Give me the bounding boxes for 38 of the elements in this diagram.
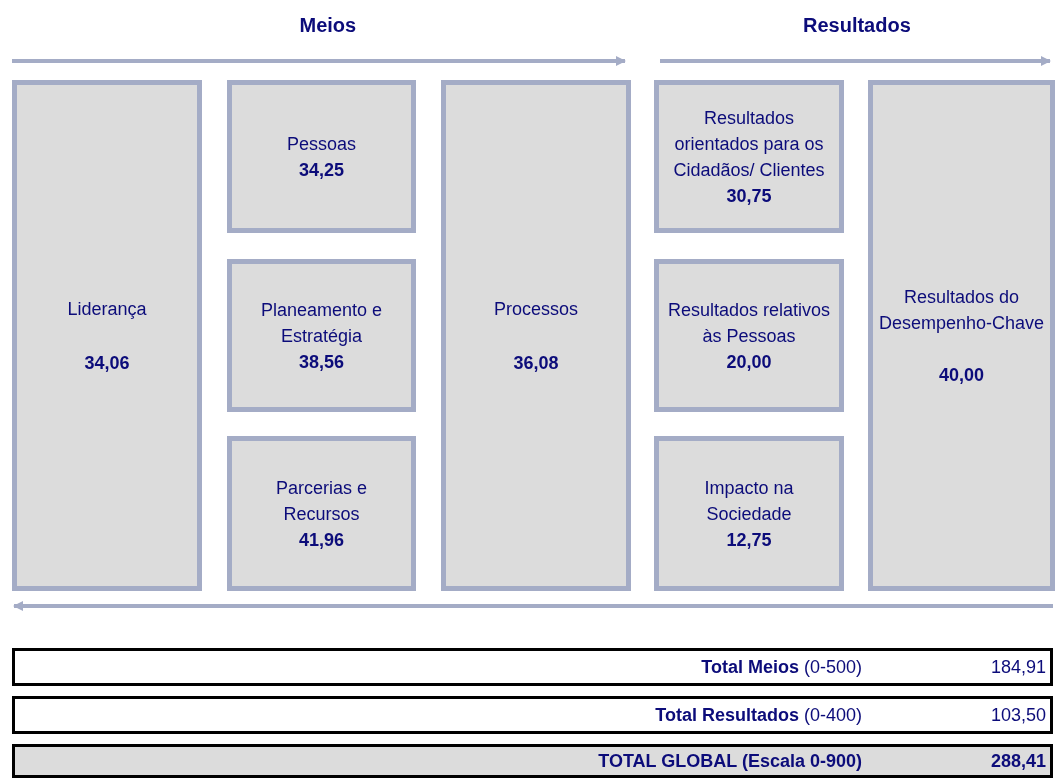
criterion-box xyxy=(654,80,844,233)
criterion-name: Resultados orientados para os Cidadãos/ Clientes xyxy=(672,106,826,182)
criterion-box xyxy=(227,436,416,591)
score-value: 41,96 xyxy=(298,528,344,552)
criterion-box xyxy=(654,259,844,412)
section-heading: Meios xyxy=(299,14,357,37)
criterion-name: Impacto na Sociedade xyxy=(703,476,795,526)
total-label: Total Meios (0-500) xyxy=(701,656,862,678)
score-value: 38,56 xyxy=(298,350,344,374)
total-value: 184,91 xyxy=(990,656,1046,678)
section-heading: Resultados xyxy=(803,14,911,37)
criterion-name: Parcerias e Recursos xyxy=(274,476,368,526)
score-value: 12,75 xyxy=(726,528,772,552)
criterion-box xyxy=(654,436,844,591)
score-value: 20,00 xyxy=(726,350,772,374)
criterion-box xyxy=(12,80,202,591)
total-value: 288,41 xyxy=(990,750,1046,772)
score-value: 30,75 xyxy=(726,184,772,208)
criterion-box xyxy=(227,259,416,412)
criterion-box xyxy=(441,80,631,591)
criterion-name: Pessoas xyxy=(285,132,357,156)
criterion-name: Resultados relativos às Pessoas xyxy=(666,298,832,348)
criterion-name: Planeamento e Estratégia xyxy=(259,298,384,348)
score-value: 36,08 xyxy=(513,351,559,375)
criterion-name: Processos xyxy=(492,297,579,321)
total-row xyxy=(12,648,1053,686)
criterion-name: Resultados do Desempenho-Chave xyxy=(877,285,1046,335)
score-value: 40,00 xyxy=(938,363,984,387)
total-row xyxy=(12,744,1053,778)
criterion-name: Liderança xyxy=(66,297,148,321)
total-row xyxy=(12,696,1053,734)
total-label: TOTAL GLOBAL (Escala 0-900) xyxy=(598,750,862,772)
total-label: Total Resultados (0-400) xyxy=(655,704,862,726)
score-value: 34,25 xyxy=(298,158,344,182)
criterion-box xyxy=(868,80,1055,591)
score-value: 34,06 xyxy=(84,351,130,375)
total-value: 103,50 xyxy=(990,704,1046,726)
criterion-box xyxy=(227,80,416,233)
